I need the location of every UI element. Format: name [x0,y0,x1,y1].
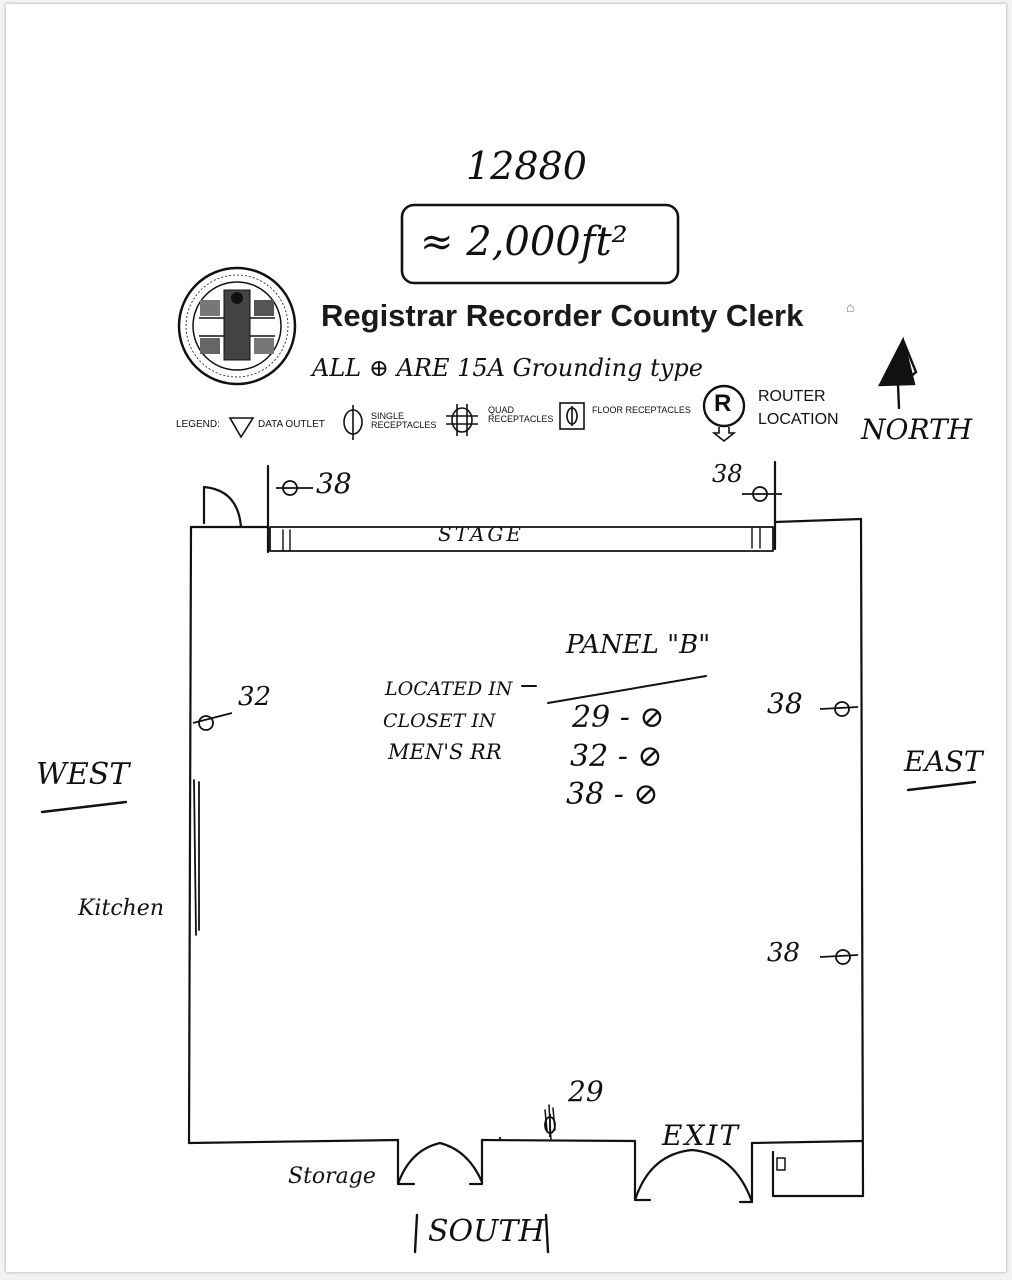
stage-platform [269,526,774,552]
kitchen-label: Kitchen [78,896,164,921]
outlet-east-wall-south-icon [819,949,859,965]
panel-name: PANEL "B" [566,630,711,660]
small-panel-box [776,1157,786,1171]
panel-circuit-32: 32 - ⊘ [570,739,663,774]
outlet-stage-east-icon [742,486,782,502]
west-label: WEST [36,757,130,792]
room-west-wall [187,525,193,1145]
exit-doors [633,1139,754,1204]
legend-single-receptacle-icon [343,405,363,440]
outlet-label-south: 29 [568,1075,604,1108]
legend-item-floor-receptacles: FLOOR RECEPTACLES [592,405,691,415]
outlet-west-wall-icon [192,712,233,731]
outlet-label-stage-east: 38 [712,460,743,488]
kitchen-window [193,779,200,936]
panel-circuit-29: 29 - ⊘ [572,700,665,735]
legend-router-icon [702,384,746,443]
storage-closet-east [771,1150,865,1198]
exit-label: EXIT [662,1119,741,1152]
room-south-wall-east [750,1139,865,1145]
northwest-door [202,485,243,529]
router-symbol: R [714,390,732,417]
area-note: ≈ 2,000ft² [420,219,628,265]
storage-label: Storage [288,1164,376,1189]
panel-circuit-38: 38 - ⊘ [566,777,659,812]
panel-underline [547,675,707,704]
legend-floor-receptacle-icon [559,402,585,430]
room-north-wall [189,517,863,529]
home-icon: ⌂ [846,299,855,315]
outlet-label-east-north: 38 [767,687,803,720]
outlet-label-east-south: 38 [767,938,801,968]
legend-item-quad-receptacles: QUAD RECEPTACLES [488,405,554,424]
county-seal-icon [177,266,297,386]
storage-doors [396,1138,484,1186]
legend-data-outlet-icon [228,417,255,439]
outlet-label-stage-west: 38 [316,467,352,500]
panel-location-line1: LOCATED IN [385,678,513,700]
legend-quad-receptacle-icon [446,404,478,436]
outlet-stage-west-icon [276,480,313,496]
outlet-label-west-wall: 32 [238,682,272,712]
grounding-note: ALL ⊕ ARE 15A Grounding type [312,354,703,382]
outlet-south-wall-icon [544,1114,556,1137]
panel-location-line2: CLOSET IN [383,710,496,732]
legend-item-data-outlet: DATA OUTLET [258,419,325,430]
room-south-wall-west [187,1138,400,1145]
east-label: EAST [904,745,983,778]
outlet-east-wall-north-icon [819,701,859,717]
east-underline [906,780,977,792]
north-label: NORTH [861,413,973,446]
room-south-wall-mid [480,1138,637,1143]
area-note-box [400,203,680,285]
panel-location-line3: MEN'S RR [388,740,502,764]
south-label: SOUTH [428,1214,545,1249]
site-number: 12880 [466,144,587,188]
north-arrow-icon [878,336,918,410]
scanned-page [6,4,1006,1272]
room-east-wall [859,517,865,1198]
page-title: Registrar Recorder County Clerk [321,298,804,333]
router-label-line1: ROUTER [758,388,826,405]
west-underline [40,800,128,814]
legend-item-single-receptacles: SINGLE RECEPTACLES [371,411,437,430]
router-label-line2: LOCATION [758,411,839,428]
legend-label: LEGEND: [176,419,220,430]
stage-label: STAGE [438,522,524,546]
